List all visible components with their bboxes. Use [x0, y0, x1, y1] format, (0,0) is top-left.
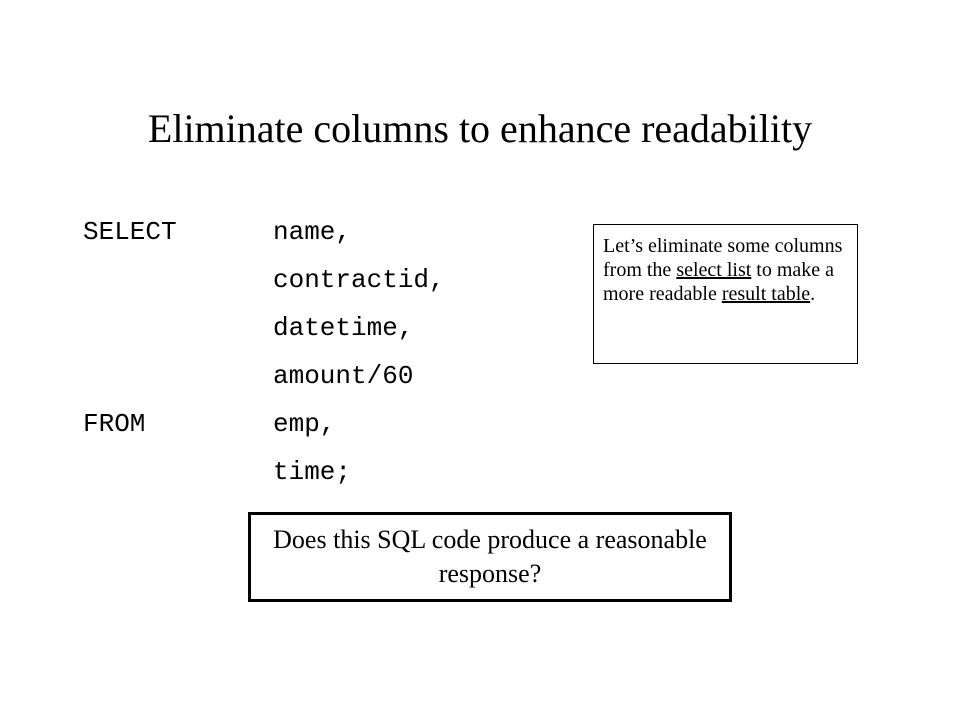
note-text-after: .: [810, 283, 816, 305]
sql-keyword: SELECT: [83, 217, 177, 247]
sql-keyword: [83, 356, 273, 404]
sql-code-block: SELECT name, contractid, datetime, amoun…: [83, 212, 445, 500]
sql-argument: datetime,: [273, 313, 414, 343]
sql-line: contractid,: [83, 260, 445, 308]
note-callout-box: Let’s eliminate some columns from the se…: [593, 224, 858, 364]
note-term-result-table: result table: [721, 283, 811, 305]
sql-keyword: [83, 308, 273, 356]
sql-argument: contractid,: [273, 265, 445, 295]
sql-argument: emp,: [273, 409, 336, 439]
sql-keyword: FROM: [83, 409, 146, 439]
sql-line: SELECT name,: [83, 212, 445, 260]
sql-keyword: [83, 452, 273, 500]
sql-line: datetime,: [83, 308, 445, 356]
sql-argument: name,: [273, 217, 352, 247]
question-text: Does this SQL code produce a reasonable …: [273, 525, 707, 588]
note-text-before: Let’s eliminate some columns from the: [603, 235, 843, 281]
sql-keyword: [83, 260, 273, 308]
slide-title: Eliminate columns to enhance readability: [147, 106, 813, 151]
sql-line: time;: [83, 452, 445, 500]
note-term-select-list: select list: [676, 259, 752, 281]
note-text-middle: to make a more readable: [603, 259, 835, 305]
question-callout-box: Does this SQL code produce a reasonable …: [248, 512, 732, 602]
sql-argument: amount/60: [273, 361, 414, 391]
sql-line: FROM emp,: [83, 404, 445, 452]
sql-line: amount/60: [83, 356, 445, 404]
sql-argument: time;: [273, 457, 352, 487]
